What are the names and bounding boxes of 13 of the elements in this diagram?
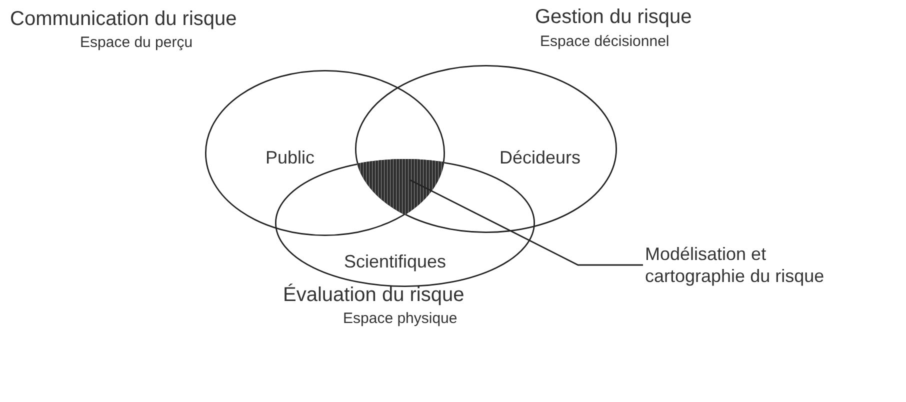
group-label: Public bbox=[265, 148, 315, 168]
domain-subheading: Espace décisionnel bbox=[540, 33, 670, 50]
group-label: Scientifiques bbox=[344, 252, 446, 272]
leader-line bbox=[410, 179, 643, 266]
callout-text: Modélisation et cartographie du risque bbox=[645, 243, 826, 287]
domain-heading: Communication du risque bbox=[10, 8, 237, 31]
domain-subheading: Espace physique bbox=[343, 310, 458, 327]
venn-circle bbox=[205, 70, 445, 236]
domain-heading: Gestion du risque bbox=[535, 6, 692, 29]
domain-heading: Évaluation du risque bbox=[283, 284, 464, 307]
venn-circle bbox=[355, 65, 617, 233]
group-label: Décideurs bbox=[499, 148, 581, 168]
domain-subheading: Espace du perçu bbox=[80, 34, 193, 51]
